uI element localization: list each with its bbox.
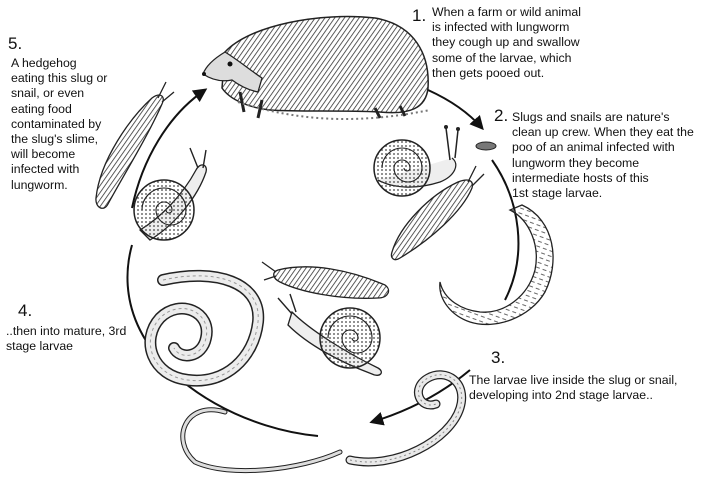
- larva-illustration-stage-3: [150, 276, 258, 381]
- step-5-text: A hedgehog eating this slug or snail, or…: [11, 56, 107, 193]
- snail-illustration-left: [134, 148, 206, 240]
- step-4-number: 4.: [18, 302, 32, 319]
- step-5-number: 5.: [8, 35, 22, 52]
- step-4-text: ..then into mature, 3rd stage larvae: [6, 324, 126, 354]
- step-1-text: When a farm or wild animal is infected w…: [432, 5, 581, 81]
- arrow-1-to-2: [428, 90, 482, 128]
- step-1-number: 1.: [412, 7, 426, 24]
- step-3-text: The larvae live inside the slug or snail…: [469, 373, 677, 403]
- dropping-illustration: [476, 142, 496, 150]
- hedgehog-illustration: [202, 17, 430, 119]
- larva-illustration-stage-1: [440, 205, 553, 324]
- step-2-number: 2.: [494, 107, 508, 124]
- slug-illustration-middle: [262, 262, 389, 298]
- step-2-text: Slugs and snails are nature's clean up c…: [512, 110, 694, 201]
- step-3-number: 3.: [491, 349, 505, 366]
- snail-illustration-right: [374, 125, 460, 196]
- worm-illustration-left: [183, 410, 340, 471]
- snail-illustration-middle: [278, 294, 381, 375]
